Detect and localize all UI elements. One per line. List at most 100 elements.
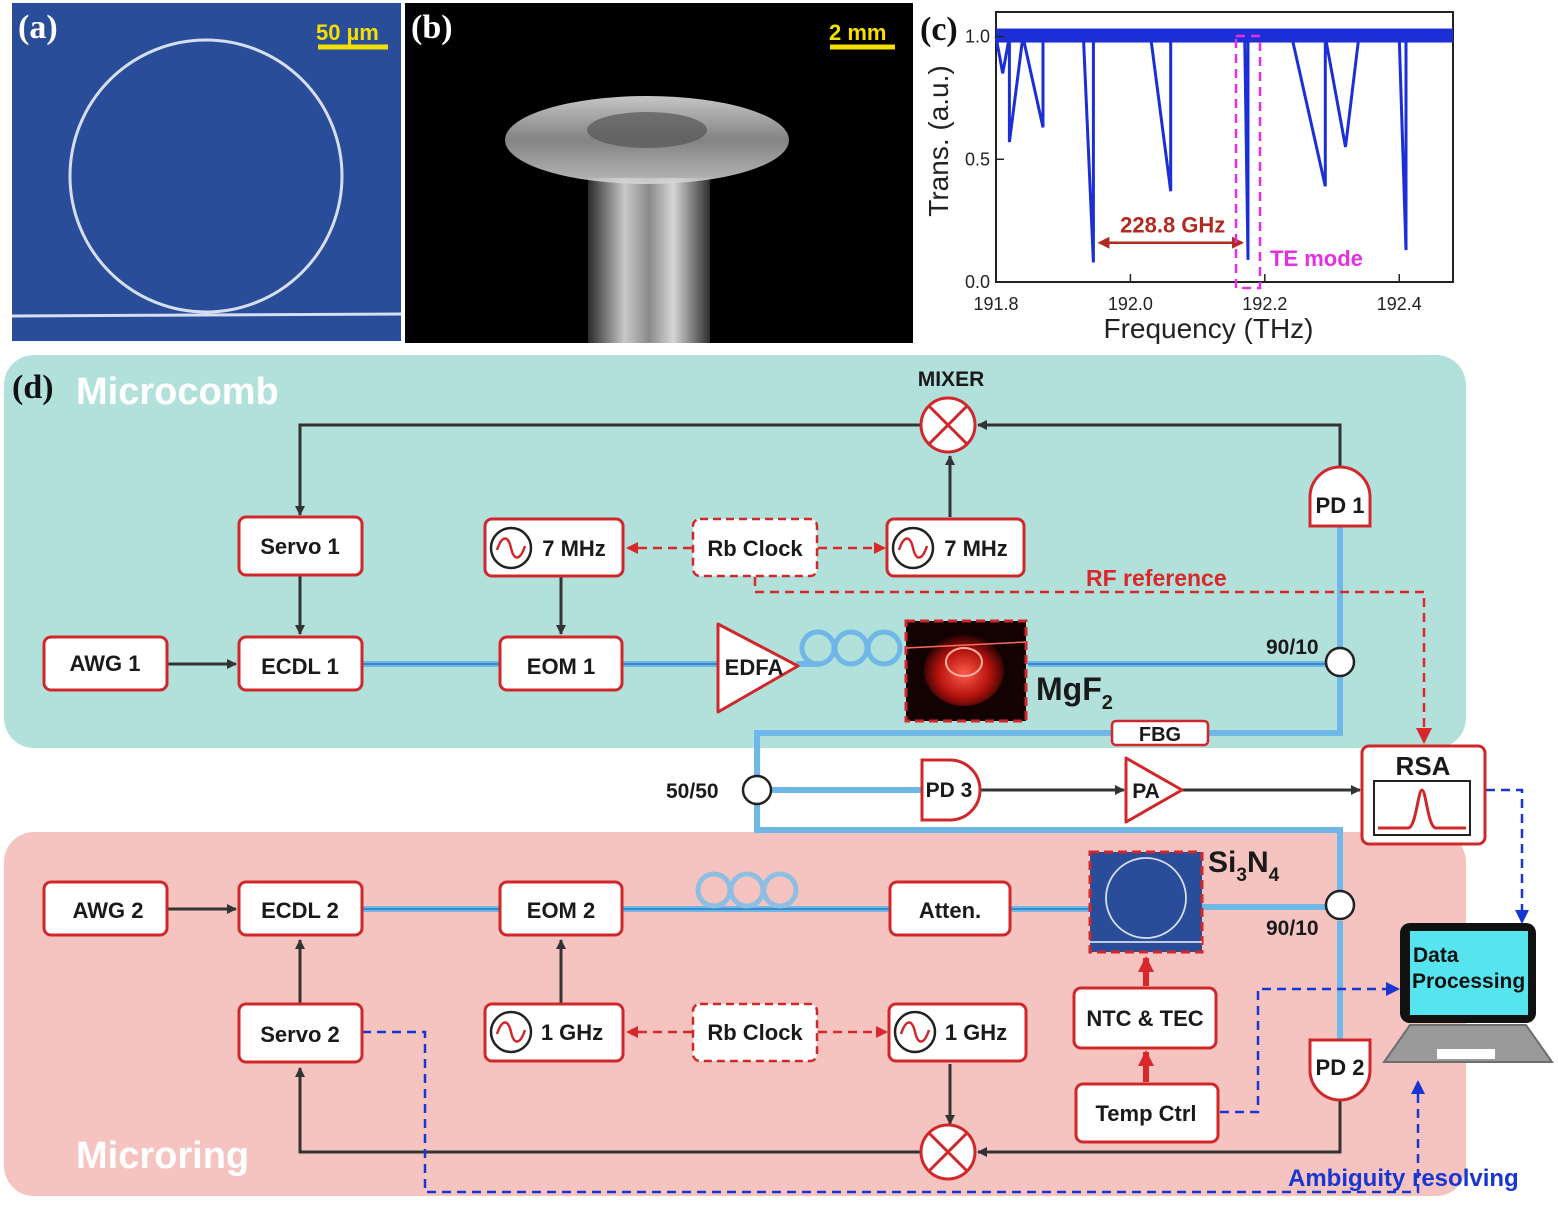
block-eom2: EOM 2 (498, 880, 624, 937)
data-processing-line1: Data (1413, 944, 1459, 967)
trackpad (1437, 1049, 1495, 1059)
mixer-top: MIXER (918, 368, 985, 454)
block-atten: Atten. (888, 880, 1012, 937)
osc-bottom-left-label: 1 GHz (541, 1020, 603, 1045)
servo2-label: Servo 2 (260, 1022, 340, 1047)
ecdl2-label: ECDL 2 (261, 898, 339, 923)
microring-title: Microring (76, 1135, 249, 1177)
ecdl1-label: ECDL 1 (261, 654, 339, 679)
pa-label: PA (1132, 780, 1160, 803)
panel-b-label: (b) (411, 9, 453, 46)
coupler-90-10-top (1324, 646, 1356, 678)
panel-d-label: (d) (12, 369, 54, 406)
pd3-label: PD 3 (926, 779, 973, 802)
plot-frame (995, 11, 1454, 283)
y-tick-label: 0.5 (965, 149, 990, 169)
y-tick-label: 1.0 (965, 27, 990, 47)
ambiguity-resolving-label: Ambiguity resolving (1288, 1165, 1519, 1192)
photodetector-pd2: PD 2 (1308, 1038, 1372, 1102)
block-osc-bottom-right: 1 GHz (887, 1002, 1028, 1063)
disk-center (587, 112, 707, 148)
monitor-screen (1410, 931, 1528, 1015)
edfa-label: EDFA (725, 655, 784, 680)
block-ntc-tec: NTC & TEC (1072, 986, 1218, 1050)
block-servo2: Servo 2 (237, 1002, 364, 1064)
x-tick-label: 192.4 (1377, 294, 1422, 314)
coupler-90-10-bottom-label: 90/10 (1266, 917, 1319, 940)
x-tick-label: 192.2 (1242, 294, 1287, 314)
y-axis-label: Trans. (a.u.) (923, 65, 954, 216)
amplifier-pa: PA (1124, 756, 1184, 824)
x-tick-label: 191.8 (973, 294, 1018, 314)
te-mode-highlight-box (1234, 34, 1262, 290)
mgf2-label: MgF2 (1036, 671, 1113, 714)
block-ecdl2: ECDL 2 (237, 880, 364, 937)
electrical-lines (168, 420, 1361, 1157)
rf-reference-label: RF reference (1086, 565, 1227, 591)
block-servo1: Servo 1 (237, 515, 364, 577)
awg1-label: AWG 1 (70, 651, 141, 676)
panel-c: (c) 191.8 192.0 192.2 192.4 0.0 0.5 1.0Frequen… (920, 11, 1454, 344)
scale-bar-b-label: 2 mm (829, 20, 886, 45)
block-osc-top-right: 7 MHz (885, 517, 1026, 578)
rsa-spectrum-peak (1378, 788, 1466, 830)
ntc-tec-label: NTC & TEC (1086, 1006, 1203, 1031)
coupler-90-10-top-label: 90/10 (1266, 636, 1319, 659)
rf-reference-lines (626, 542, 1432, 1038)
mgf2-resonator-photo (904, 619, 1028, 723)
mixer-label: MIXER (918, 368, 985, 391)
baseline-noise-band (996, 28, 1453, 43)
te-mode-label: TE mode (1270, 246, 1363, 271)
eom1-label: EOM 1 (527, 654, 595, 679)
coupler-50-50 (741, 774, 773, 806)
rb-clock-bottom-label: Rb Clock (707, 1020, 803, 1045)
pd2-label: PD 2 (1316, 1055, 1365, 1080)
rsa-label: RSA (1396, 751, 1451, 781)
block-rb-clock-bottom: Rb Clock (691, 1002, 819, 1063)
block-fbg: FBG (1110, 719, 1210, 747)
photodetector-pd1: PD 1 (1308, 465, 1372, 528)
panel-b: (b) 2 mm (405, 3, 913, 343)
panel-a-label: (a) (18, 9, 58, 46)
temp-ctrl-label: Temp Ctrl (1095, 1101, 1196, 1126)
microring-image (68, 38, 344, 314)
data-processing-line2: Processing (1412, 970, 1525, 993)
panel-c-label: (c) (920, 11, 958, 48)
eom2-label: EOM 2 (527, 898, 595, 923)
coupler-50-50-label: 50/50 (666, 780, 719, 803)
y-tick-label: 0.0 (965, 272, 990, 292)
x-axis-label: Frequency (THz) (1103, 313, 1313, 344)
keyboard-base (1382, 1024, 1554, 1063)
photodetector-pd3: PD 3 (920, 758, 982, 822)
panel-a: (a) 50 µm (11, 3, 402, 341)
fiber-spool-top (799, 629, 903, 667)
rsa-analyzer: RSA (1360, 744, 1487, 846)
block-awg2: AWG 2 (42, 880, 169, 937)
panel-d: (d) Microcomb Microring (4, 355, 1554, 1196)
fbg-label: FBG (1139, 724, 1181, 746)
block-eom1: EOM 1 (498, 635, 624, 692)
fsr-annotation: 228.8 GHz (1120, 213, 1225, 238)
rb-clock-top-label: Rb Clock (707, 536, 803, 561)
pd1-label: PD 1 (1316, 493, 1365, 518)
panel-a-background (12, 3, 401, 341)
block-rb-clock-top: Rb Clock (691, 517, 819, 578)
data-processing-computer: Data Processing (1382, 923, 1554, 1063)
osc-top-right-label: 7 MHz (944, 536, 1008, 561)
block-osc-bottom-left: 1 GHz (483, 1002, 625, 1063)
amplifier-edfa: EDFA (716, 622, 800, 714)
microcomb-title: Microcomb (76, 371, 279, 413)
block-ecdl1: ECDL 1 (237, 635, 364, 692)
block-osc-top-left: 7 MHz (483, 517, 625, 578)
si3n4-label: Si3N4 (1208, 846, 1280, 886)
resonator-rod (588, 178, 710, 343)
atten-label: Atten. (919, 898, 981, 923)
fiber-core-lines (362, 663, 1326, 910)
bus-waveguide (11, 312, 402, 318)
scale-bar-a-label: 50 µm (316, 20, 379, 45)
osc-bottom-right-label: 1 GHz (945, 1020, 1007, 1045)
coupler-90-10-bottom (1324, 889, 1356, 921)
servo1-label: Servo 1 (260, 534, 340, 559)
x-tick-label: 192.0 (1108, 294, 1153, 314)
